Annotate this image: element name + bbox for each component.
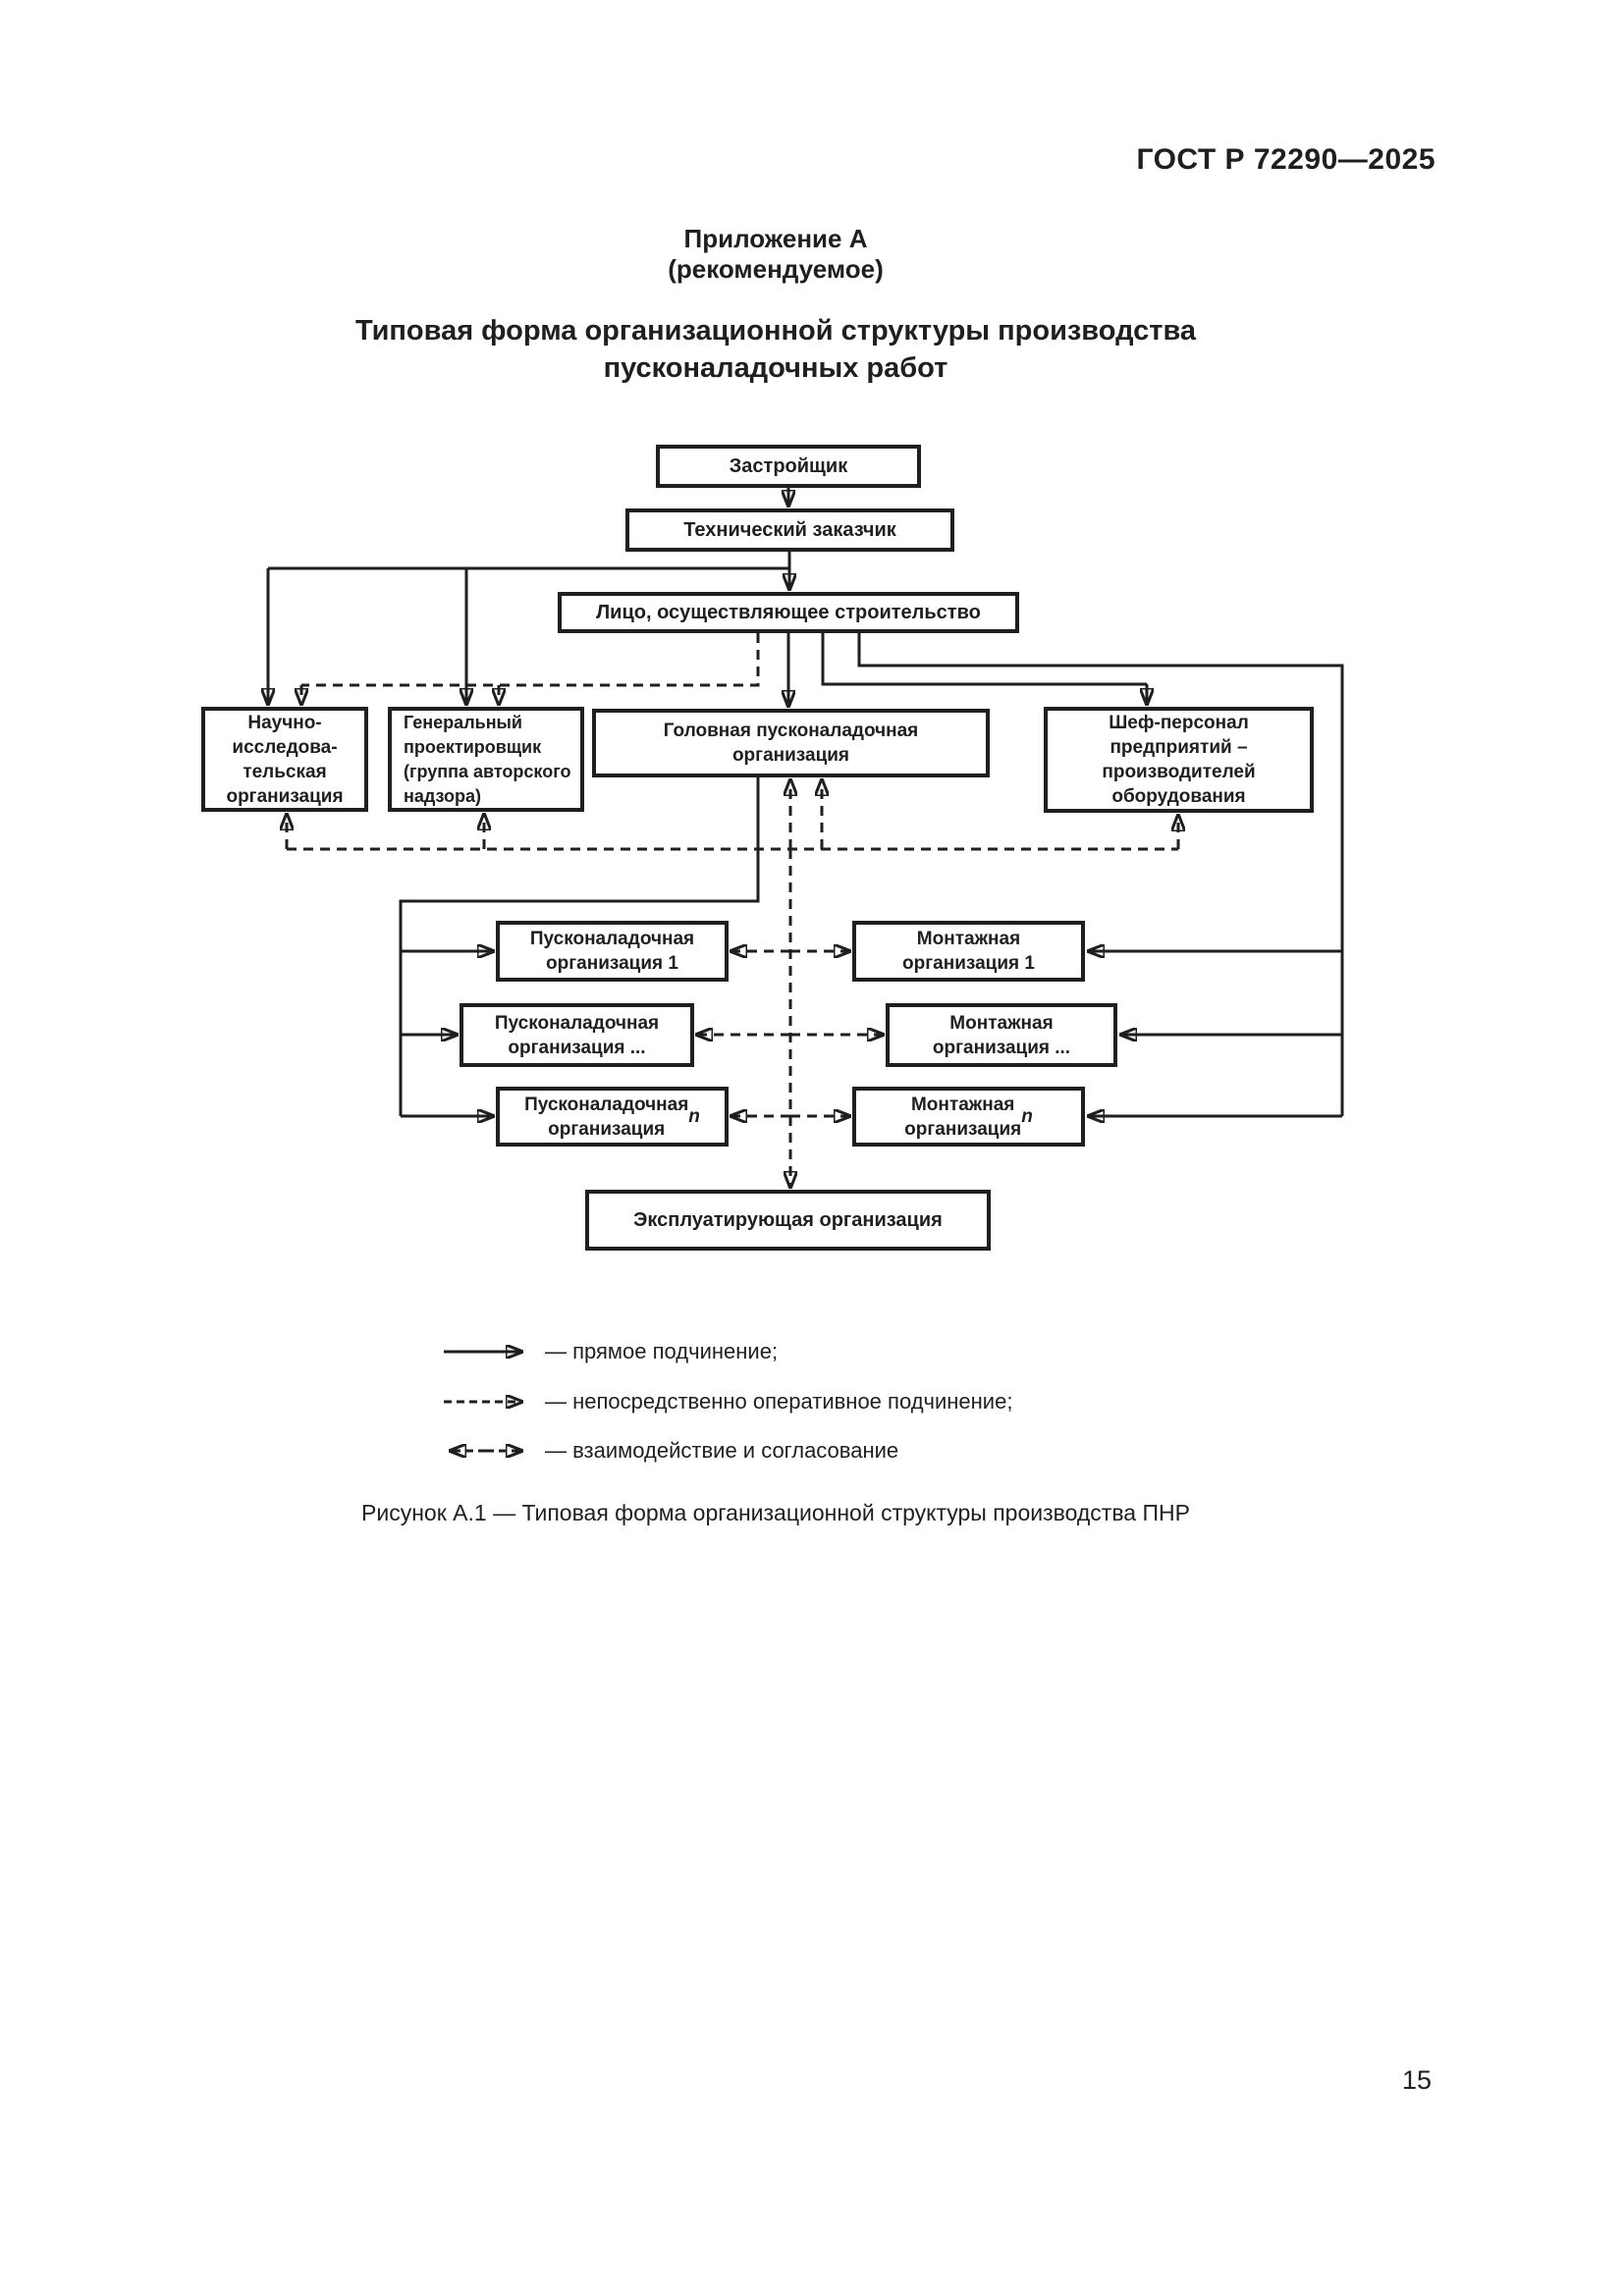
appendix-label: Приложение А xyxy=(683,224,868,253)
dashed-connectors xyxy=(287,633,1178,1188)
box-commissioning-org-dots: Пусконаладочная организация ... xyxy=(460,1003,694,1067)
box-general-designer: Генеральный проектировщик (группа авторс… xyxy=(388,707,584,812)
box-technical-customer: Технический заказчик xyxy=(625,508,954,552)
box-research-organization: Научно- исследова- тельская организация xyxy=(201,707,368,812)
legend-row-operational: — непосредственно оперативное подчинение… xyxy=(444,1388,1012,1415)
legend-dashed-arrow-icon xyxy=(444,1395,528,1409)
figure-caption: Рисунок А.1 — Типовая форма организацион… xyxy=(361,1500,1190,1525)
box-commissioning-org-n: Пусконаладочная организация n xyxy=(496,1087,729,1147)
page-title: Типовая форма организационной структуры … xyxy=(354,315,1197,384)
legend-label: — взаимодействие и согласование xyxy=(545,1438,899,1463)
box-construction-entity: Лицо, осуществляющее строительство xyxy=(558,592,1019,633)
solid-connectors xyxy=(268,488,1344,1116)
legend-label: — непосредственно оперативное подчинение… xyxy=(545,1389,1013,1414)
legend-solid-arrow-icon xyxy=(444,1345,528,1359)
box-chief-personnel: Шеф-персонал предприятий – производителе… xyxy=(1044,707,1314,813)
appendix-note: (рекомендуемое) xyxy=(668,254,884,284)
appendix-heading: Приложение А (рекомендуемое) xyxy=(0,224,1551,285)
legend-label: — прямое подчинение; xyxy=(545,1339,779,1363)
legend-double-dashed-arrow-icon xyxy=(444,1444,528,1458)
box-developer: Застройщик xyxy=(656,445,921,488)
box-operating-organization: Эксплуатирующая организация xyxy=(585,1190,991,1251)
document-code: ГОСТ Р 72290—2025 xyxy=(1136,143,1435,176)
legend-row-interaction: — взаимодействие и согласование xyxy=(444,1437,898,1465)
box-installation-org-dots: Монтажная организация ... xyxy=(886,1003,1117,1067)
page-number: 15 xyxy=(1401,2065,1432,2095)
legend-row-direct: — прямое подчинение; xyxy=(444,1338,778,1365)
box-head-commissioning-organization: Головная пусконаладочная организация xyxy=(592,709,990,777)
box-installation-org-n: Монтажная организация n xyxy=(852,1087,1085,1147)
box-installation-org-1: Монтажная организация 1 xyxy=(852,921,1085,982)
box-commissioning-org-1: Пусконаладочная организация 1 xyxy=(496,921,729,982)
